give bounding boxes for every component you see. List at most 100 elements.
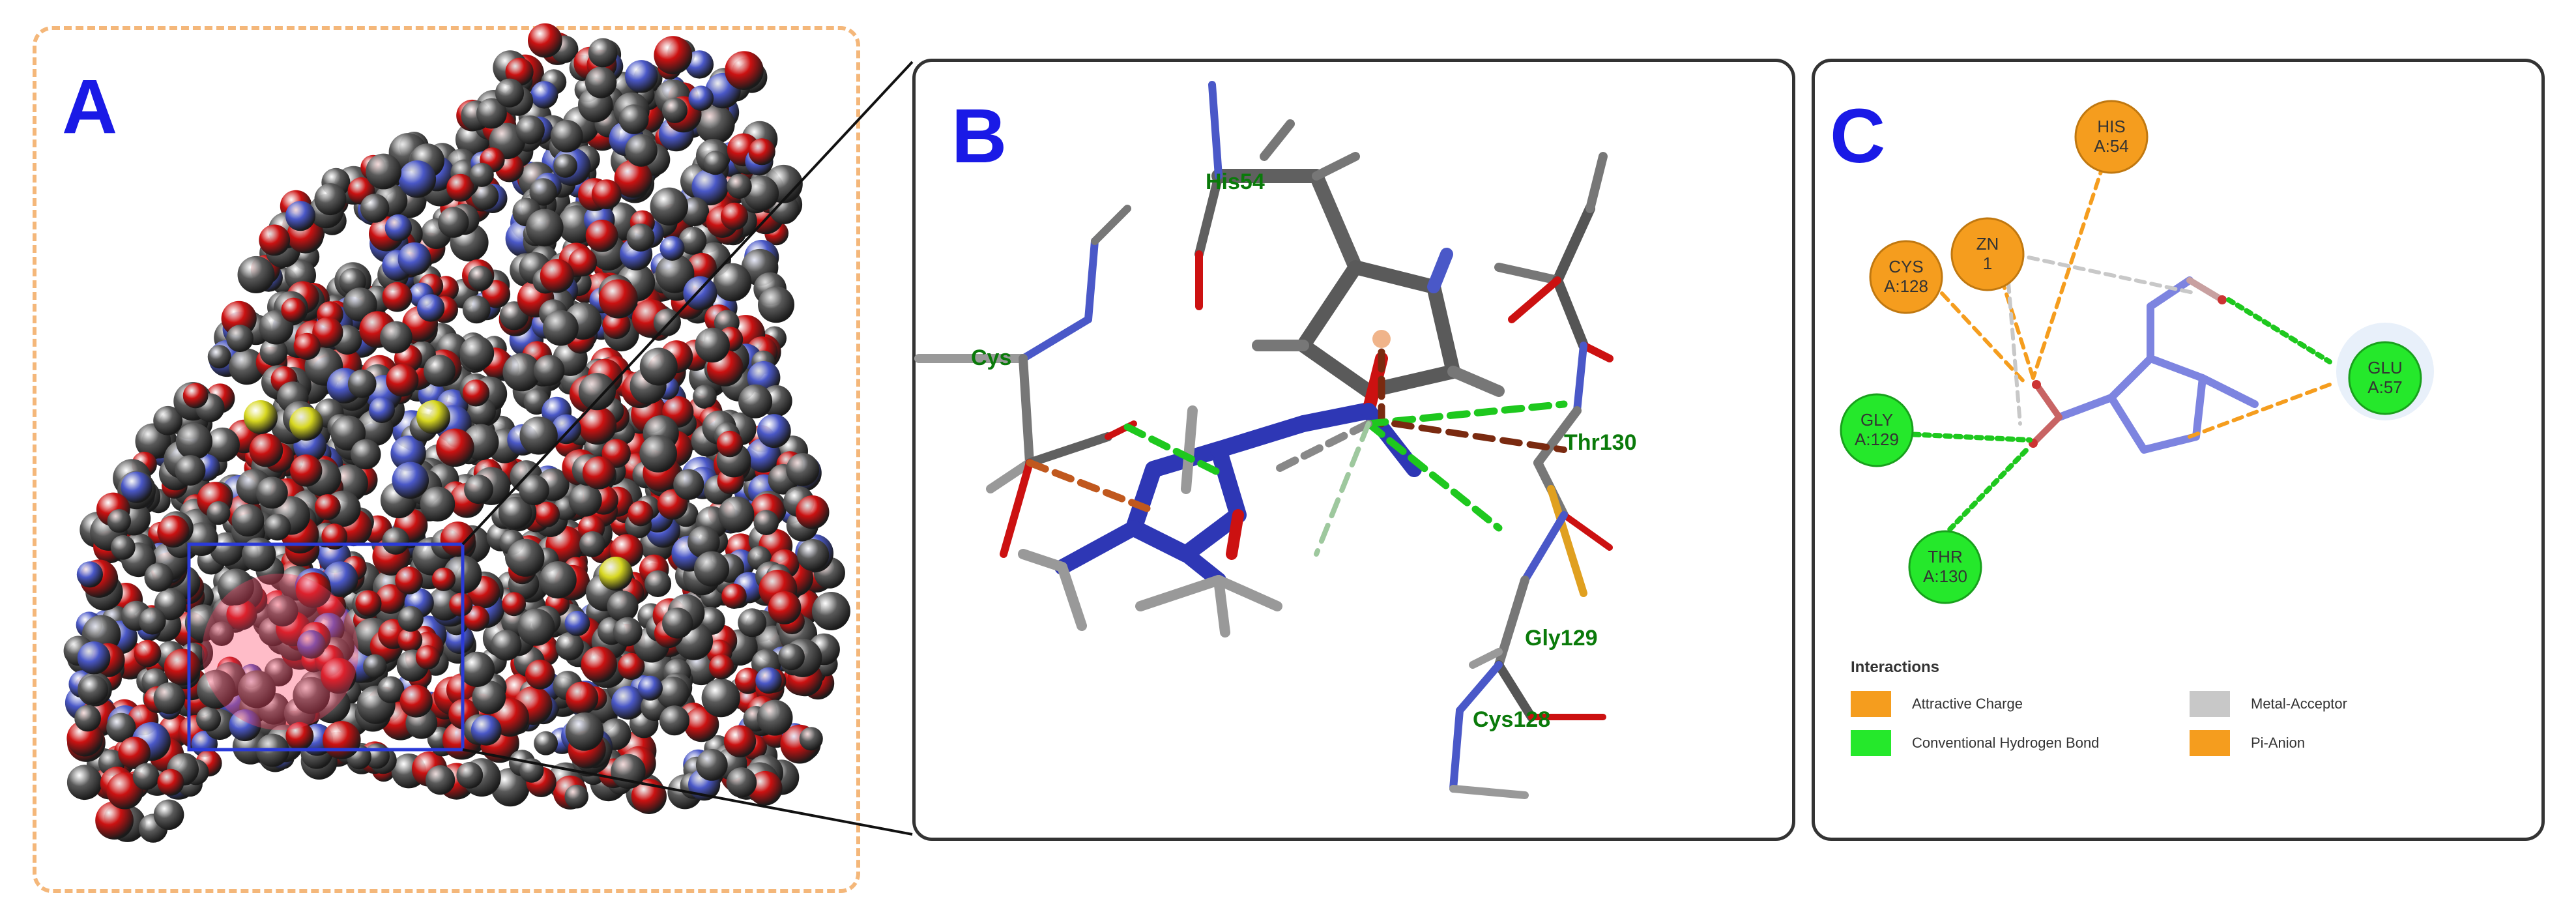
atom-sphere [723,725,757,757]
atom-sphere [110,535,136,560]
legend-swatch [2190,730,2230,756]
atom-sphere [795,495,830,529]
atom-sphere [153,799,184,830]
residue-label-cys-left: Cys [971,345,1011,370]
atom-sphere [691,168,729,206]
legend-label: Pi-Anion [2251,735,2306,751]
2d-interaction-diagram: HIS A:54 ZN 1 CYS A:128 GLY A:129 THR A:… [1840,100,2434,604]
atom-sphere [107,509,131,533]
atom-sphere [693,551,730,587]
atom-sphere [164,649,201,686]
atom-sphere [568,248,598,277]
atom-sphere [398,242,431,276]
atom-sphere [625,134,658,167]
atom-sphere [738,384,773,418]
atom-sphere [626,223,655,252]
atom-sphere [446,173,474,202]
atom-sphere [533,355,565,386]
atom-sphere [197,669,236,709]
ligand-2d [2030,276,2259,454]
atom-sphere [153,682,186,714]
atom-sphere [420,486,456,522]
atom-sphere [688,85,714,111]
zinc-ion [1372,330,1391,348]
atom-sphere [718,496,755,533]
atom-sphere [366,153,401,190]
atom-sphere [528,23,562,58]
legend-item-conventional-hydrogen-bond: Conventional Hydrogen Bond [1851,730,2099,756]
atom-sphere [693,385,717,409]
atom-sphere [369,397,395,423]
atom-sphere [687,525,720,559]
atom-sphere [390,435,426,471]
atom-sphere [363,654,387,678]
interactions-legend: Interactions Attractive Charge Metal-Acc… [1851,658,2470,769]
atom-sphere [321,658,356,694]
atom-sphere [588,38,618,68]
atom-sphere [734,667,762,694]
panel-c-label: C [1830,93,1886,179]
atom-sphere [637,675,663,701]
atom-sphere [229,709,261,742]
atom-sphere [153,405,182,435]
atom-sphere [656,676,689,709]
interaction-lines [1026,348,1568,557]
atom-sphere [716,430,744,458]
atom-sphere [314,183,347,216]
cys128-id: A:128 [1884,276,1928,296]
atom-sphere [799,727,823,751]
panel-a-frame [33,26,860,893]
atom-sphere [555,632,584,661]
residue-gly129-node: GLY A:129 [1840,393,1914,467]
atom-sphere [602,311,631,340]
cys128-name: CYS [1889,257,1923,276]
atom-sphere [502,592,527,617]
thr130-name: THR [1928,547,1962,566]
atom-sphere [139,608,166,635]
glu57-name: GLU [2367,358,2402,377]
protein-surface-view [63,23,850,843]
atom-sphere [382,527,410,555]
atom-sphere [476,98,507,129]
atom-sphere [207,345,231,369]
zoom-region-box [187,542,465,752]
atom-sphere [613,617,643,647]
atom-sphere [581,646,617,683]
residue-label-thr130: Thr130 [1564,430,1637,455]
legend-title: Interactions [1851,658,1940,676]
atom-sphere [182,383,209,409]
atom-sphere [703,151,728,175]
atom-sphere [618,652,645,681]
atom-sphere [578,373,616,411]
atom-sphere [551,414,581,445]
atom-sphere [322,561,358,597]
atom-sphere [267,595,298,627]
atom-sphere [242,537,276,572]
atom-sphere [684,707,719,742]
legend-label: Metal-Acceptor [2251,696,2347,712]
binding-site-3d-view: His54 Cys Thr130 Gly129 Cys128 [914,81,1637,799]
atom-sphere [207,501,231,525]
zn1-id: 1 [1983,254,1992,273]
atom-sphere [579,531,605,557]
atom-sphere [118,737,151,769]
atom-sphere [757,699,793,736]
atom-sphere [659,705,689,736]
zoom-connector-lines [461,61,914,836]
atom-sphere [347,369,377,398]
atom-sphere [720,202,749,230]
atom-sphere [644,570,672,597]
gly129-name: GLY [1860,410,1893,430]
legend-label: Attractive Charge [1912,696,2023,712]
atom-sphere [259,224,291,256]
atom-sphere [205,427,240,462]
atom-sphere [456,761,484,789]
atom-sphere [312,317,343,348]
atom-sphere [470,714,502,746]
atom-sphere [134,639,162,667]
residue-label-gly129: Gly129 [1525,626,1598,651]
glu57-id: A:57 [2367,377,2403,397]
atom-sphere [611,686,645,720]
atom-sphere [386,364,419,397]
interactions-2d [1890,148,2332,547]
